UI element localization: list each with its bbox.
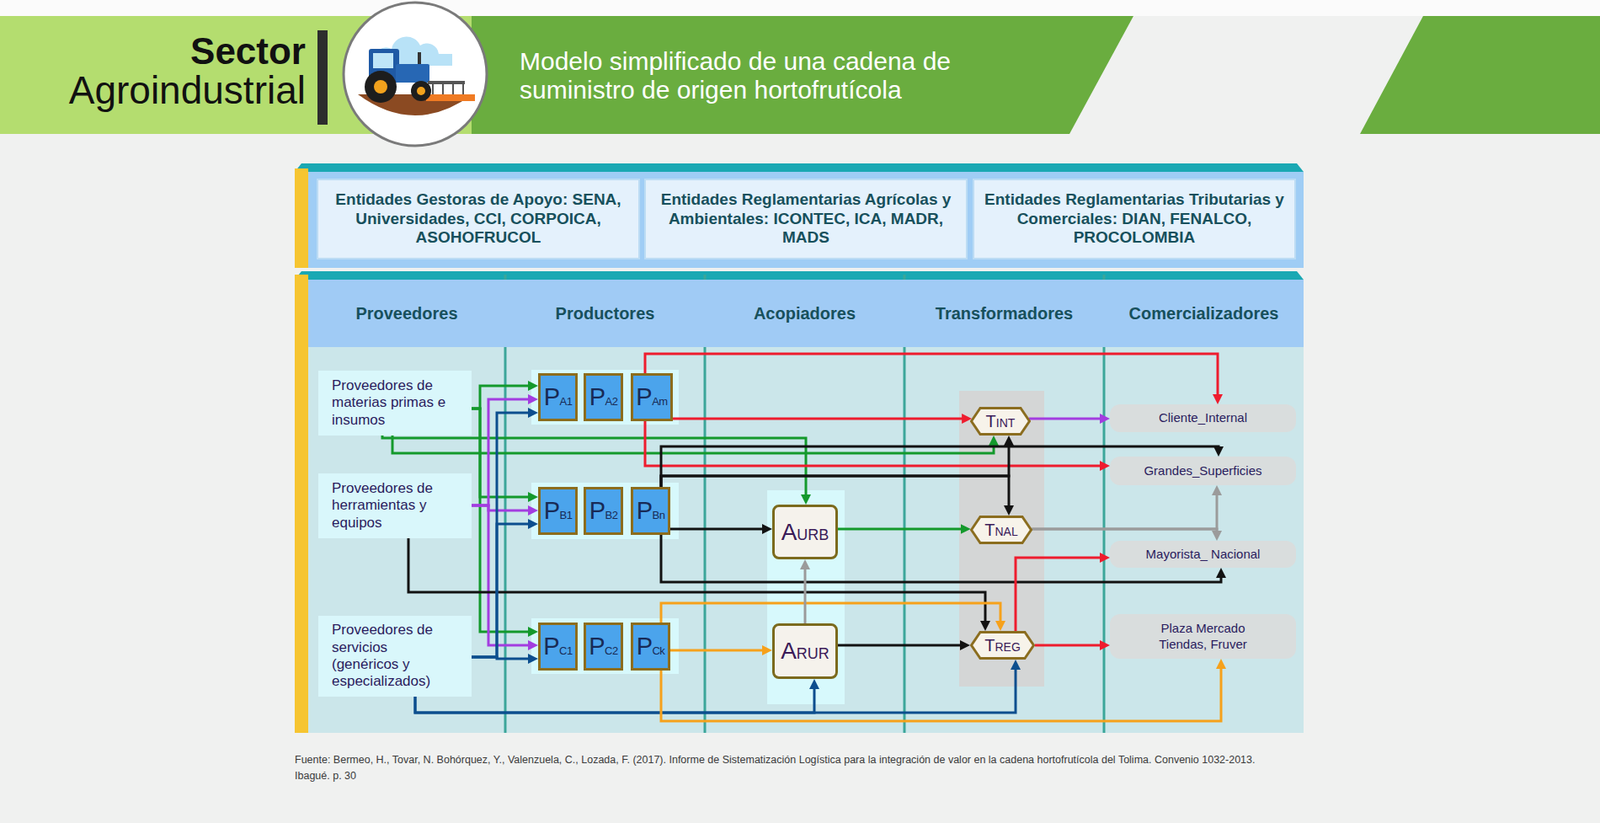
icon-circle [343, 2, 487, 146]
tractor-hood [395, 64, 430, 83]
producer-code: PC2 [588, 634, 618, 659]
hexagon-shape [971, 517, 1032, 544]
producer-code: PCk [636, 634, 666, 659]
collector-code: ARUR [780, 639, 830, 663]
tractor-icon [343, 2, 487, 146]
group-band [531, 618, 679, 674]
producer-box: PAm [630, 373, 673, 422]
supplier-text: Proveedores de servicios (genéricos y es… [331, 621, 455, 691]
market-text: Cliente_Internal [1158, 410, 1248, 427]
divider-bar [317, 30, 328, 125]
stage-column: AcopiadoresAURB ARUR [704, 279, 905, 733]
entity-box: Entidades Reglamentarias Tributarias y C… [972, 178, 1296, 260]
producer-box: PC2 [583, 622, 624, 671]
hexagon-shape [971, 408, 1030, 435]
market-box: Mayorista_ Nacional [1109, 540, 1296, 568]
harrow-bar [427, 80, 465, 85]
stage-column: ComercializadoresCliente_InternalGrandes… [1104, 279, 1304, 733]
producer-code: PA2 [589, 384, 619, 410]
producer-code: PAm [635, 384, 667, 410]
column-heading: Productores [505, 279, 705, 347]
column-heading: Acopiadores [704, 279, 905, 347]
column-heading: Transformadores [904, 279, 1104, 347]
collector-box: AURB [772, 504, 838, 560]
top-strip [0, 0, 1600, 16]
group-band [531, 482, 679, 539]
processor-code: TNAL [984, 521, 1018, 539]
supplier-box: Proveedores de herramientas y equipos [318, 473, 472, 539]
producer-box: PA1 [538, 373, 578, 422]
processor-hexagon: TINT [970, 406, 1031, 436]
collector-box: ARUR [772, 623, 838, 679]
harrow-teeth [432, 84, 464, 95]
supplier-box: Proveedores de materias primas e insumos [318, 370, 472, 436]
entity-text: Entidades Reglamentarias Agrícolas y Amb… [652, 190, 960, 247]
panel-side [294, 274, 309, 733]
producer-box: PB1 [538, 486, 578, 535]
collector-code: AURB [781, 520, 830, 544]
market-text: Grandes_Superficies [1143, 463, 1262, 480]
processor-code: TINT [986, 412, 1016, 430]
market-box: Cliente_Internal [1109, 404, 1296, 432]
sector-label: Sector [190, 32, 306, 70]
header-band [471, 16, 1134, 134]
source-caption: Fuente: Bermeo, H., Tovar, N. Bohórquez,… [294, 752, 1264, 784]
tractor-wheel [410, 80, 432, 102]
panel-bevel [294, 271, 1304, 280]
panel-side [294, 168, 309, 268]
entity-box: Entidades Gestoras de Apoyo: SENA, Unive… [316, 178, 640, 260]
market-text: Mayorista_ Nacional [1146, 546, 1261, 563]
stage-column: ProveedoresProveedores de materias prima… [308, 279, 506, 733]
entities-panel [294, 171, 1304, 268]
supplier-text: Proveedores de herramientas y equipos [331, 480, 455, 532]
producer-box: PA2 [583, 373, 624, 422]
panel-bevel [294, 163, 1304, 172]
wheel-hub [373, 80, 388, 94]
processor-hexagon: TREG [970, 630, 1035, 660]
entity-text: Entidades Reglamentarias Tributarias y C… [981, 190, 1288, 247]
stage-column: ProductoresPA1 PA2 PAmPB1 PB2 PBnPC1 PC2 PCk [505, 279, 705, 733]
wheel-hub [416, 86, 426, 96]
supplier-text: Proveedores de materias primas e insumos [331, 377, 455, 429]
producer-box: PB2 [583, 486, 624, 535]
producer-code: PA1 [544, 384, 573, 410]
tractor-window [373, 53, 394, 69]
harrow-blade [426, 94, 475, 102]
sector-label: Agroindustrial [69, 70, 306, 110]
tractor-wheel [364, 70, 397, 103]
column-heading: Comercializadores [1104, 279, 1304, 347]
processor-code: TREG [984, 636, 1021, 654]
producer-box: PC1 [538, 622, 578, 671]
stage-column: TransformadoresTINT TNAL TREG [904, 279, 1104, 733]
header-band [1360, 16, 1600, 134]
producer-code: PB2 [589, 498, 619, 523]
column-heading: Proveedores [308, 279, 506, 347]
market-text: Plaza Mercado Tiendas, Fruver [1152, 620, 1254, 653]
group-band [531, 369, 679, 425]
market-box: Grandes_Superficies [1109, 456, 1296, 486]
producer-box: PBn [630, 486, 671, 535]
page-title: Modelo simplificado de una cadena de sum… [519, 47, 1025, 105]
entity-text: Entidades Gestoras de Apoyo: SENA, Unive… [325, 190, 632, 247]
producer-code: PB1 [544, 498, 573, 523]
tractor-exhaust [417, 52, 422, 64]
supplier-box: Proveedores de servicios (genéricos y es… [318, 615, 472, 697]
hexagon-shape [971, 632, 1035, 659]
processor-hexagon: TNAL [970, 515, 1033, 544]
entity-box: Entidades Reglamentarias Agrícolas y Amb… [644, 178, 968, 260]
producer-code: PC1 [543, 634, 572, 659]
producer-code: PBn [636, 498, 666, 523]
market-box: Plaza Mercado Tiendas, Fruver [1109, 613, 1296, 659]
producer-box: PCk [630, 622, 671, 671]
